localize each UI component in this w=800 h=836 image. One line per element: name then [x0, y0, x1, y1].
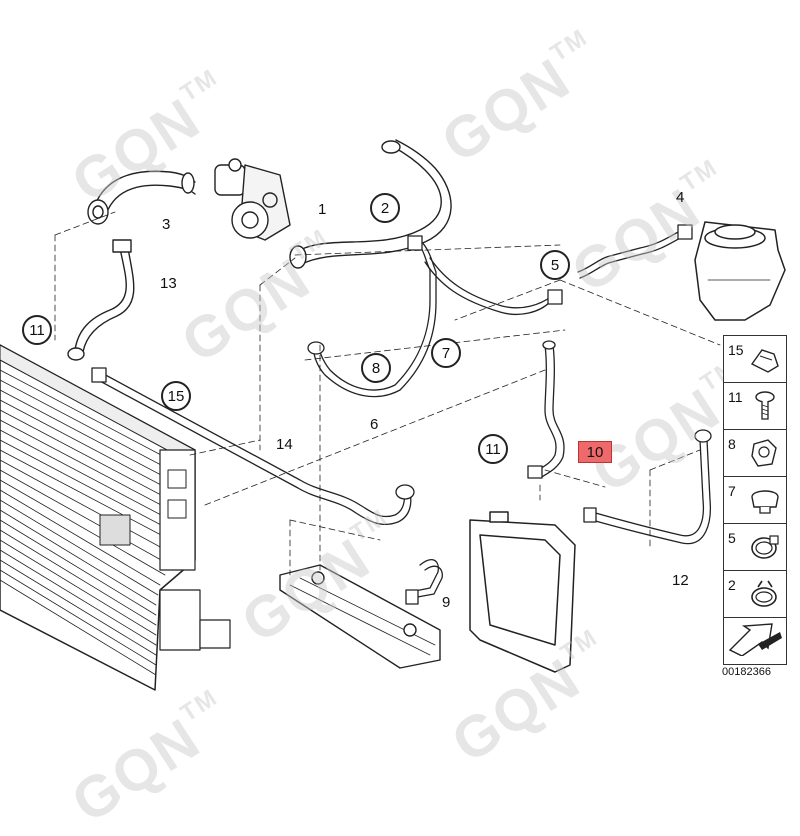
auxiliary-radiator: [469, 511, 576, 673]
legend-item: [724, 618, 786, 665]
screw-icon: [755, 391, 775, 420]
callout-1: 1: [318, 201, 327, 218]
hose-4: [577, 224, 693, 279]
legend-item: 5: [724, 524, 786, 571]
legend-number: 15: [728, 342, 744, 358]
hose-10: [527, 340, 565, 479]
callout-5: 5: [540, 250, 570, 280]
legend-number: 8: [728, 436, 736, 452]
legend-number: 2: [728, 577, 736, 593]
legend-number: 7: [728, 483, 736, 499]
cooling-system-diagram: [0, 139, 786, 691]
callout-6: 6: [370, 416, 379, 433]
callout-2: 2: [370, 193, 400, 223]
legend-item: 2: [724, 571, 786, 618]
spring-clamp-icon: [751, 580, 777, 607]
callout-12: 12: [672, 572, 689, 589]
holder-clip-icon: [751, 490, 779, 514]
water-pump: [214, 158, 291, 241]
legend-number: 5: [728, 530, 736, 546]
hose-7: [307, 235, 563, 398]
legend-item: 11: [724, 383, 786, 430]
legend-item: 15: [724, 336, 786, 383]
callout-7: 7: [431, 338, 461, 368]
hose-1: [289, 139, 452, 269]
radiator: [0, 344, 231, 691]
parts-legend: 15 11 8 7 5 2: [723, 335, 787, 665]
bracket-clip-icon: [751, 439, 777, 467]
reference-number: 00182366: [722, 666, 771, 678]
callout-11: 11: [22, 315, 52, 345]
callout-8: 8: [361, 353, 391, 383]
hose-13: [67, 239, 135, 361]
direction-arrow-icon: [728, 623, 782, 656]
callout-4: 4: [676, 189, 685, 206]
legend-item: 8: [724, 430, 786, 477]
legend-number: 11: [728, 389, 743, 405]
hose-9: [405, 559, 443, 605]
callout-13: 13: [160, 275, 177, 292]
hose-12: [583, 429, 712, 545]
hose-clamp-icon: [751, 535, 779, 559]
hose-3: [87, 170, 196, 225]
callout-11: 11: [478, 434, 508, 464]
callout-10: 10: [578, 441, 612, 463]
callout-9: 9: [442, 594, 451, 611]
callout-14: 14: [276, 436, 293, 453]
legend-item: 7: [724, 477, 786, 524]
callout-3: 3: [162, 216, 171, 233]
hose-clip-icon: [750, 349, 779, 373]
expansion-tank: [694, 221, 786, 321]
callout-15: 15: [161, 381, 191, 411]
